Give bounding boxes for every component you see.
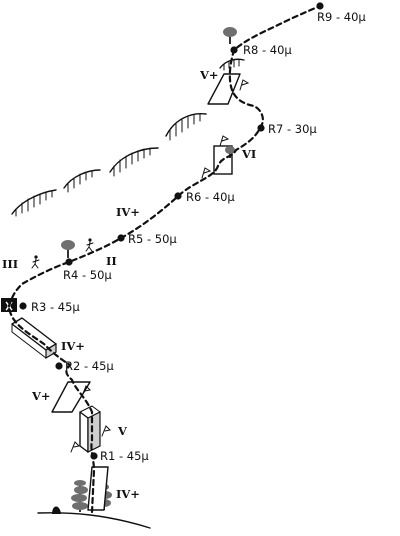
overhang-feature [11, 189, 57, 217]
belay-label-r8: R8 - 40µ [243, 43, 292, 57]
belay-point [316, 2, 324, 10]
boulder-icon [52, 506, 61, 514]
tree-icon [61, 240, 75, 258]
grade-label-p5: IV+ [116, 205, 140, 219]
grade-label-p3b: III [2, 257, 18, 271]
piton-flag-icon [239, 79, 250, 91]
belay-label-r2: R2 - 45µ [65, 359, 114, 373]
piton-flag-icon [201, 167, 212, 179]
belay-point [65, 258, 73, 266]
grade-label-p3: IV+ [61, 339, 85, 353]
slab-feature [87, 466, 109, 511]
route-line [7, 4, 322, 514]
grade-label-p1b: V [117, 424, 128, 438]
grade-label-p4: II [106, 254, 117, 268]
belay-point [174, 192, 182, 200]
belay-point [117, 234, 125, 242]
belay-label-r1: R1 - 45µ [100, 449, 149, 463]
pillar-feature [79, 405, 101, 453]
belay-point [19, 302, 27, 310]
overhang-feature [109, 147, 159, 177]
piton-flag-icon [81, 385, 92, 397]
grade-label-p7: V+ [199, 68, 219, 82]
belay-point [257, 124, 265, 132]
belay-point [230, 46, 238, 54]
tree-icon [223, 27, 237, 44]
piton-flag-icon [70, 441, 81, 453]
overhang-feature [165, 113, 207, 141]
piton-flag-icon [101, 425, 112, 437]
belay-label-r7: R7 - 30µ [268, 122, 317, 136]
slab-feature [207, 73, 241, 105]
belay-point [90, 452, 98, 460]
walker-icon [31, 255, 40, 269]
belay-label-r4: R4 - 50µ [63, 268, 112, 282]
ground-line [37, 512, 151, 529]
piton-flag-icon [219, 135, 230, 147]
grade-label-p2: V+ [31, 389, 51, 403]
tree-icon [71, 480, 88, 512]
belay-point [55, 362, 63, 370]
belay-label-r3: R3 - 45µ [31, 300, 80, 314]
grade-label-p1: IV+ [116, 487, 140, 501]
slab-feature [51, 381, 91, 413]
belay-label-r9: R9 - 40µ [317, 10, 366, 24]
overhang-feature [63, 169, 101, 193]
walker-icon [85, 238, 94, 252]
belay-label-r6: R6 - 40µ [186, 190, 235, 204]
belay-label-r5: R5 - 50µ [128, 232, 177, 246]
grade-label-p6: VI [241, 147, 256, 161]
